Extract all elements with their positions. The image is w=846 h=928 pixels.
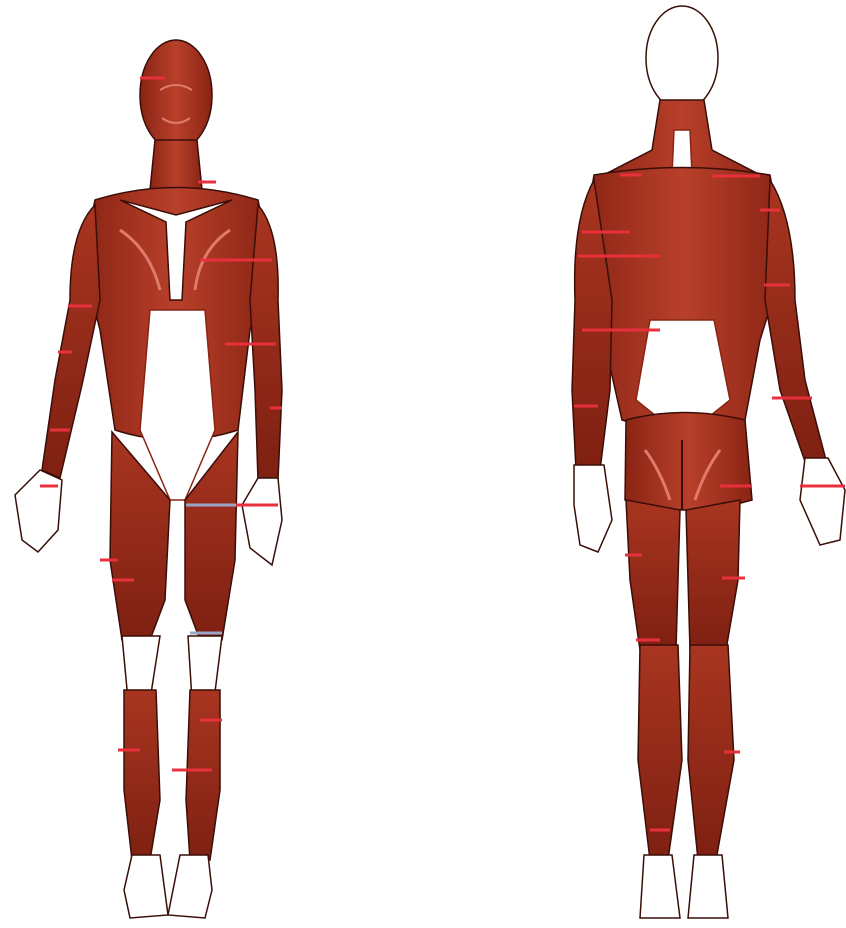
gluteals [625, 413, 752, 511]
right-thigh-back [686, 500, 740, 650]
right-foot-back [688, 855, 728, 918]
right-hand [242, 478, 282, 565]
left-arm [42, 205, 100, 478]
right-foot [168, 855, 212, 918]
abdomen-aponeurosis [140, 310, 215, 500]
right-lower-leg [186, 690, 220, 860]
anterior-figure [15, 40, 282, 918]
right-arm-back [765, 180, 826, 470]
left-lower-leg [124, 690, 160, 860]
neck [150, 140, 202, 190]
left-thigh-back [626, 500, 680, 650]
left-foot-back [640, 855, 680, 918]
left-hand [15, 470, 62, 552]
posterior-figure [572, 6, 845, 918]
left-calf [638, 645, 682, 860]
head-back [646, 6, 718, 110]
left-foot [124, 855, 168, 918]
left-hand-back [574, 465, 612, 552]
right-hand-back [800, 458, 845, 545]
head [140, 40, 212, 150]
